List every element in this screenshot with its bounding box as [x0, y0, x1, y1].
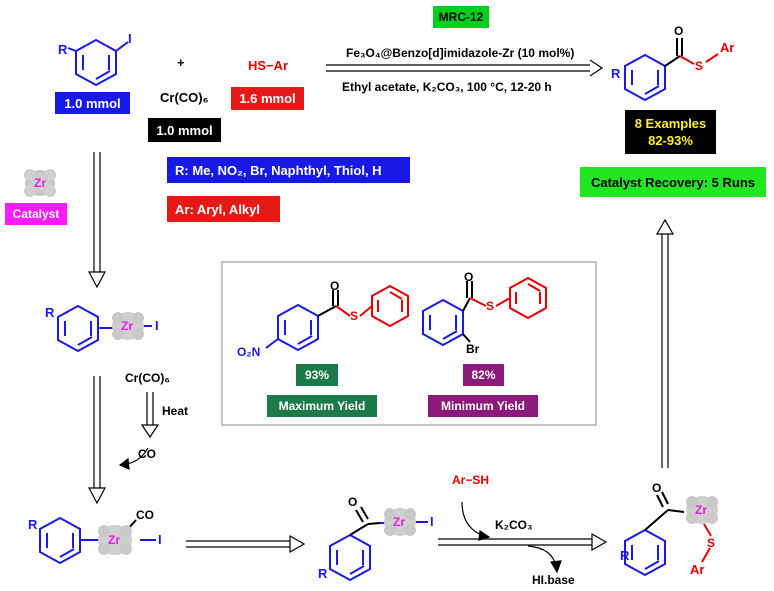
- examples-yield-range: 82-93%: [648, 133, 693, 148]
- min-yield-percent: 82%: [463, 364, 504, 386]
- bottom-arrow-step4: [438, 532, 608, 552]
- int1-zr-label: Zr: [121, 319, 133, 333]
- cr-co6-step-label: Cr(CO)₆: [125, 371, 170, 385]
- int4-ar-label: Ar: [690, 562, 705, 577]
- product-o-label: O: [674, 24, 684, 38]
- int1-iodine-label: I: [155, 318, 159, 333]
- hi-base-outgoing-arrow: [527, 545, 562, 574]
- hs-ar-reagent: HS−Ar: [248, 58, 289, 73]
- cr-co6-amount-box: 1.0 mmol: [148, 118, 221, 142]
- main-reaction-arrow: [326, 59, 604, 77]
- max-yield-label: Maximum Yield: [267, 395, 377, 417]
- acyl-zr-thiolate-structure: [624, 491, 718, 577]
- int2-r-label: R: [28, 517, 38, 532]
- min-o-label: O: [464, 270, 474, 284]
- examples-box: 8 Examples 82-93%: [625, 110, 716, 154]
- plus-sign: +: [177, 55, 185, 70]
- co-released-label: CO: [138, 447, 156, 461]
- r-scope-box: R: Me, NO₂, Br, Naphthyl, Thiol, H: [167, 157, 410, 183]
- solvent-condition: Ethyl acetate, K₂CO₃, 100 °C, 12-20 h: [342, 80, 552, 94]
- product-r-label: R: [611, 66, 621, 81]
- int3-zr-label: Zr: [393, 515, 405, 529]
- examples-count: 8 Examples: [634, 116, 707, 131]
- zr-catalyst-blob: [24, 169, 56, 197]
- max-s-label: S: [350, 309, 359, 323]
- int2-zr-label: Zr: [108, 533, 120, 547]
- min-yield-structure: [422, 276, 547, 347]
- up-arrow-recycle: [655, 218, 675, 468]
- int3-r-label: R: [318, 566, 328, 581]
- thioester-product-structure: [624, 38, 719, 102]
- r-group-label: R: [58, 42, 68, 57]
- ar-scope-box: Ar: Aryl, Alkyl: [167, 196, 280, 222]
- hi-base-label: HI.base: [532, 573, 575, 587]
- catalyst-label-box: Catalyst: [5, 203, 67, 225]
- cr-co6-reagent: Cr(CO)₆: [160, 90, 209, 105]
- int2-iodine-label: I: [158, 532, 162, 547]
- down-arrow-step1: [88, 152, 106, 289]
- acyl-zr-iodide-structure: [329, 506, 428, 582]
- co-release-arrow: [118, 447, 149, 470]
- max-o-label: O: [330, 279, 340, 293]
- iodine-label: I: [128, 31, 132, 46]
- int4-o-label: O: [652, 481, 662, 495]
- catalyst-condition: Fe₃O₄@Benzo[d]imidazole-Zr (10 mol%): [346, 46, 575, 60]
- mrc-label: MRC-12: [433, 6, 489, 28]
- min-yield-label: Minimum Yield: [428, 395, 538, 417]
- int4-r-label: R: [620, 548, 630, 563]
- max-o2n-label: O₂N: [237, 345, 261, 359]
- int4-s-label: S: [707, 536, 716, 550]
- down-arrow-step2: [88, 376, 106, 505]
- int4-zr-label: Zr: [695, 503, 707, 517]
- product-ar-label: Ar: [720, 40, 735, 55]
- catalyst-zr-label: Zr: [34, 176, 46, 190]
- aryl-zr-co-iodide-structure: [39, 516, 156, 565]
- int3-o-label: O: [348, 495, 358, 509]
- heat-label: Heat: [162, 404, 189, 418]
- int3-iodine-label: I: [430, 514, 434, 529]
- int1-r-label: R: [45, 305, 55, 320]
- min-s-label: S: [486, 299, 495, 313]
- thiol-incoming-arrow: [461, 501, 491, 541]
- aryl-iodide-structure: [67, 38, 129, 87]
- ar-sh-label: Ar−SH: [452, 473, 490, 487]
- thiol-amount-box: 1.6 mmol: [231, 87, 304, 110]
- aryl-zr-iodide-structure: [57, 304, 152, 353]
- k2co3-label: K₂CO₃: [495, 518, 533, 532]
- heat-arrow: [140, 392, 160, 439]
- catalyst-recovery-box: Catalyst Recovery: 5 Runs: [580, 167, 766, 197]
- int2-co-label: CO: [136, 508, 154, 522]
- max-yield-structure: [265, 284, 409, 352]
- max-yield-percent: 93%: [296, 364, 338, 386]
- bottom-arrow-step3: [186, 534, 306, 554]
- min-br-label: Br: [466, 342, 480, 356]
- aryl-iodide-amount-box: 1.0 mmol: [55, 92, 130, 114]
- product-s-label: S: [695, 59, 704, 73]
